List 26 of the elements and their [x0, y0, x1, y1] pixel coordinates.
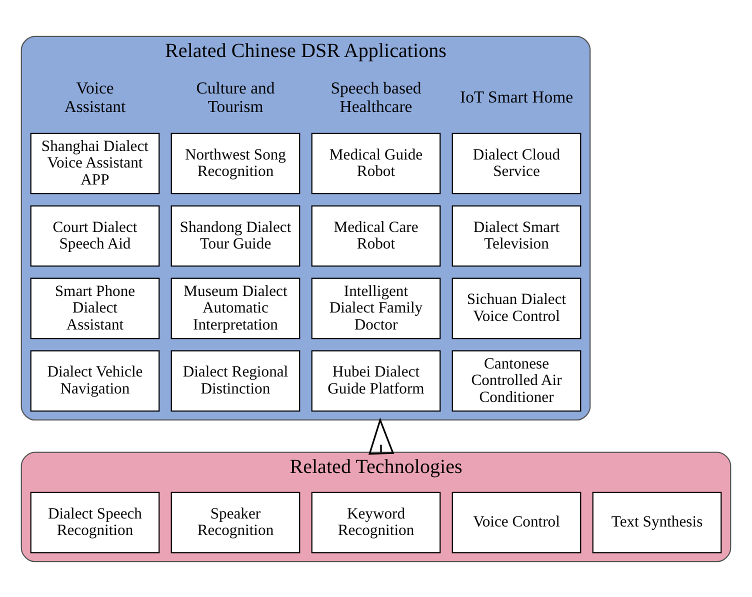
node-box: Text Synthesis: [592, 491, 722, 553]
node-box: Dialect Speech Recognition: [30, 491, 160, 553]
node-box: Cantonese Controlled Air Conditioner: [452, 350, 582, 412]
node-box: Medical Care Robot: [311, 204, 441, 266]
arrow: [368, 416, 394, 454]
node-box: Court Dialect Speech Aid: [30, 204, 160, 266]
node-box: Museum Dialect Automatic Interpretation: [170, 277, 300, 339]
node-box: Shanghai Dialect Voice Assistant APP: [30, 132, 160, 194]
node-box: Dialect Regional Distinction: [170, 350, 300, 412]
node-box: Keyword Recognition: [311, 491, 441, 553]
node-box: Voice Control: [452, 491, 582, 553]
node-box: Smart Phone Dialect Assistant: [30, 277, 160, 339]
node-box: Dialect Cloud Service: [452, 132, 582, 194]
label: Culture and Tourism: [196, 78, 275, 116]
node-box: Shandong Dialect Tour Guide: [170, 204, 300, 266]
node-box: Sichuan Dialect Voice Control: [452, 277, 582, 339]
node-box: Medical Guide Robot: [311, 132, 441, 194]
label: Voice Assistant: [64, 78, 126, 116]
node-box: Speaker Recognition: [170, 491, 300, 553]
node-box: Hubei Dialect Guide Platform: [311, 350, 441, 412]
node-box: Intelligent Dialect Family Doctor: [311, 277, 441, 339]
node-box: Dialect Smart Television: [452, 204, 582, 266]
node-box: Northwest Song Recognition: [170, 132, 300, 194]
node-box: Dialect Vehicle Navigation: [30, 350, 160, 412]
label: IoT Smart Home: [460, 87, 574, 106]
label: Speech based Healthcare: [330, 78, 422, 116]
